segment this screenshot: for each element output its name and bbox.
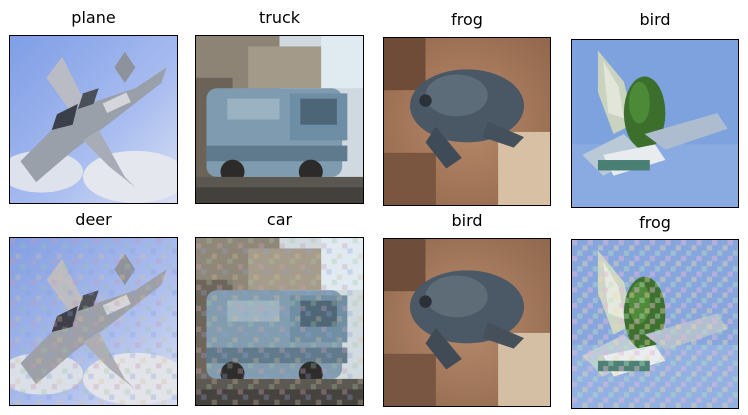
panel-title: bird <box>639 10 671 29</box>
panel-truck-original: truck <box>195 8 364 204</box>
panel-plane-original: plane <box>9 8 178 204</box>
panel-frog-original: frog <box>383 10 551 206</box>
panel-title: truck <box>258 8 301 27</box>
panel-title: car <box>266 210 293 229</box>
bird-image <box>571 39 739 208</box>
frog-perturbed-image <box>383 238 551 407</box>
panel-car-perturbed: car <box>195 210 364 406</box>
panel-title: plane <box>71 8 116 27</box>
panel-frog-perturbed: frog <box>571 213 739 409</box>
van-perturbed-image <box>195 237 364 406</box>
panel-deer-perturbed: deer <box>9 210 178 406</box>
fighter-jet-perturbed-image <box>9 237 178 406</box>
panel-bird-perturbed: bird <box>383 211 551 407</box>
van-image <box>195 35 364 204</box>
panel-bird-original: bird <box>571 10 739 208</box>
bird-perturbed-image <box>571 239 739 409</box>
panel-title: bird <box>451 211 483 230</box>
fighter-jet-image <box>9 35 178 204</box>
panel-title: frog <box>639 213 671 232</box>
panel-title: frog <box>451 10 483 29</box>
panel-title: deer <box>75 210 112 229</box>
frog-image <box>383 37 551 206</box>
